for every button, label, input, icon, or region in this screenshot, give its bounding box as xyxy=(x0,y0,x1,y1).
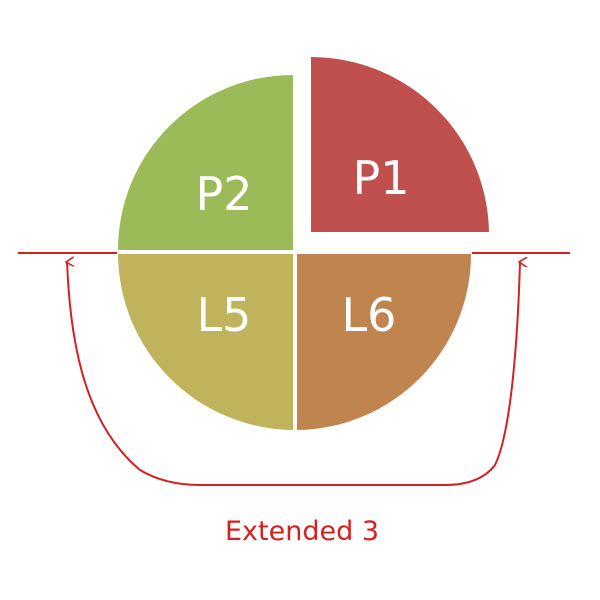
extended-caption: Extended 3 xyxy=(225,516,379,547)
extended-arrow xyxy=(67,262,520,486)
quadrant-label-p2: P2 xyxy=(195,167,252,221)
quadrant-p1 xyxy=(311,57,489,232)
quadrant-label-l5: L5 xyxy=(197,288,252,342)
quadrant-l5 xyxy=(118,254,293,430)
quadrant-label-p1: P1 xyxy=(352,151,409,205)
quadrant-l6 xyxy=(297,254,471,430)
quadrant-p2 xyxy=(118,75,293,250)
quadrant-label-l6: L6 xyxy=(342,288,397,342)
